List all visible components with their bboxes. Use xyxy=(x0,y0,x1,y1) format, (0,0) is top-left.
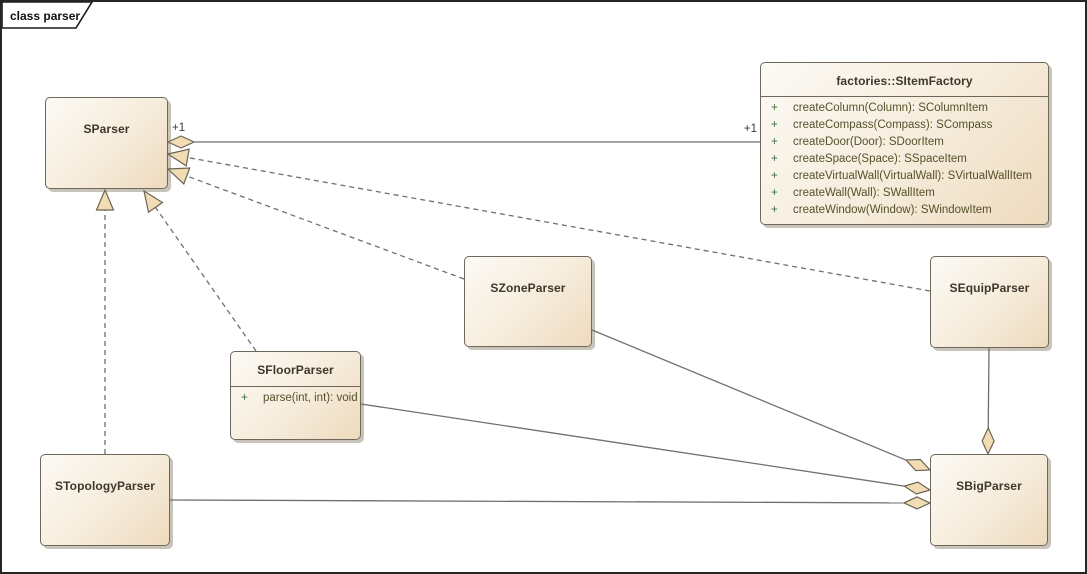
class-title: SBigParser xyxy=(956,479,1022,493)
class-title: SZoneParser xyxy=(490,281,566,295)
method-row: + parse(int, int): void xyxy=(231,390,360,407)
class-sbigparser[interactable]: SBigParser xyxy=(930,454,1048,546)
visibility-marker: + xyxy=(771,119,778,131)
visibility-marker: + xyxy=(771,136,778,148)
method-row: + createWindow(Window): SWindowItem xyxy=(761,202,1048,219)
method-signature: createVirtualWall(VirtualWall): SVirtual… xyxy=(793,170,1033,182)
visibility-marker: + xyxy=(771,170,778,182)
method-row: + createWall(Wall): SWallItem xyxy=(761,185,1048,202)
class-szoneparser[interactable]: SZoneParser xyxy=(464,256,592,347)
class-stopologyparser[interactable]: STopologyParser xyxy=(40,454,170,546)
method-signature: createWall(Wall): SWallItem xyxy=(793,187,935,199)
class-title: SParser xyxy=(83,122,130,136)
frame-tab-shape xyxy=(2,2,93,29)
method-row: + createColumn(Column): SColumnItem xyxy=(761,100,1048,117)
aggregation-diamond-aggregation-stopologyparser-sbigparser xyxy=(902,496,932,510)
method-row: + createVirtualWall(VirtualWall): SVirtua… xyxy=(761,168,1048,185)
class-sfloorparser[interactable]: SFloorParser + parse(int, int): void xyxy=(230,351,361,440)
dependency-arrowhead-dependency-stopologyparser-sparser xyxy=(95,188,115,211)
class-sparser[interactable]: SParser xyxy=(45,97,168,189)
multiplicity-label: +1 xyxy=(172,122,185,134)
connector-aggregation-sequipparser-sbigparser[interactable] xyxy=(987,347,990,429)
dependency-arrowhead-dependency-sfloorparser-sparser xyxy=(143,189,164,214)
frame-tab: class parser xyxy=(2,2,93,29)
aggregation-diamond-aggregation-sfloorparser-sbigparser xyxy=(902,481,932,495)
method-list: + createColumn(Column): SColumnItem + creat… xyxy=(761,97,1048,219)
method-signature: createColumn(Column): SColumnItem xyxy=(793,102,988,114)
method-signature: parse(int, int): void xyxy=(263,392,358,404)
aggregation-diamond-aggregation-sequipparser-sbigparser xyxy=(981,426,995,456)
connector-aggregation-sfloorparser-sbigparser[interactable] xyxy=(360,403,905,487)
connector-dependency-sfloorparser-sparser[interactable] xyxy=(154,207,257,352)
method-row: + createDoor(Door): SDoorItem xyxy=(761,134,1048,151)
dependency-arrowhead-dependency-szoneparser-sparser xyxy=(166,167,191,185)
connector-aggregation-szoneparser-sbigparser[interactable] xyxy=(591,329,907,461)
class-title: STopologyParser xyxy=(55,479,155,493)
dependency-arrowhead-dependency-sequipparser-sparser xyxy=(166,148,190,167)
method-signature: createCompass(Compass): SCompass xyxy=(793,119,993,131)
compartment-divider xyxy=(761,96,1048,97)
visibility-marker: + xyxy=(771,187,778,199)
compartment-divider xyxy=(231,386,360,387)
aggregation-diamond-aggregation-sparser-sitemfactory xyxy=(166,135,196,149)
multiplicity-label: +1 xyxy=(744,123,757,135)
connector-dependency-szoneparser-sparser[interactable] xyxy=(186,175,465,280)
method-signature: createDoor(Door): SDoorItem xyxy=(793,136,944,148)
method-row: + createSpace(Space): SSpaceItem xyxy=(761,151,1048,168)
method-signature: createSpace(Space): SSpaceItem xyxy=(793,153,967,165)
aggregation-diamond-aggregation-szoneparser-sbigparser xyxy=(904,458,932,472)
visibility-marker: + xyxy=(241,392,248,404)
method-signature: createWindow(Window): SWindowItem xyxy=(793,204,992,216)
visibility-marker: + xyxy=(771,102,778,114)
class-sitemfactory[interactable]: factories::SItemFactory+ createColumn(Col… xyxy=(760,62,1049,225)
method-list: + parse(int, int): void xyxy=(231,387,360,407)
connector-aggregation-stopologyparser-sbigparser[interactable] xyxy=(169,499,905,504)
visibility-marker: + xyxy=(771,204,778,216)
frame-tab-label: class parser xyxy=(10,9,80,23)
class-title: SEquipParser xyxy=(949,281,1030,295)
method-row: + createCompass(Compass): SCompass xyxy=(761,117,1048,134)
class-title: SFloorParser xyxy=(257,363,334,377)
visibility-marker: + xyxy=(771,153,778,165)
class-sequipparser[interactable]: SEquipParser xyxy=(930,256,1049,348)
class-title: factories::SItemFactory xyxy=(836,73,973,88)
